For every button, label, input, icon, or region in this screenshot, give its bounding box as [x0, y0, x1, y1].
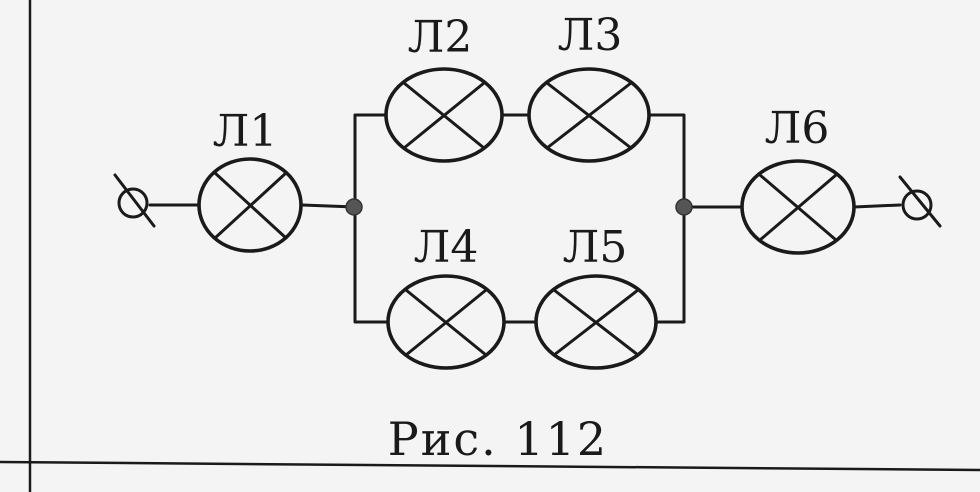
right-terminal [898, 175, 942, 228]
lamp-l1: Л1 [197, 106, 303, 253]
page-divider-line [0, 460, 980, 472]
lamp-cross-line [545, 81, 633, 150]
lamp-label-l3: Л3 [558, 10, 623, 61]
wire-l6-right-terminal [852, 203, 902, 209]
junction-node-right [675, 198, 693, 216]
lamp-label-l6: Л6 [765, 103, 830, 154]
wire-left-node-l2 [353, 113, 388, 209]
circuit-wires [148, 113, 902, 324]
figure-caption: Рис. 112 [388, 412, 608, 466]
lamp-cross-line [404, 288, 488, 357]
lamp-l5: Л5 [534, 222, 658, 370]
lamp-l4: Л4 [386, 222, 506, 370]
terminal-slash [113, 173, 156, 228]
wire-l3-right-node [648, 113, 686, 209]
wire-l5-right-node [654, 205, 686, 324]
terminal-circle [901, 189, 933, 221]
wire-left-node-l4 [353, 205, 390, 324]
lamp-label-l5: Л5 [563, 222, 628, 273]
lamp-label-l4: Л4 [414, 222, 479, 273]
lamp-cross-line [758, 173, 838, 242]
lamp-cross-line [213, 171, 288, 240]
lamp-label-l1: Л1 [213, 106, 278, 157]
lamp-cross-line [552, 288, 640, 357]
lamp-label-l2: Л2 [408, 12, 473, 63]
lamp-l3: Л3 [527, 10, 651, 163]
junction-node-left [345, 198, 363, 216]
lamp-l2: Л2 [384, 12, 504, 163]
lamp-l6: Л6 [740, 103, 856, 255]
left-terminal [113, 173, 156, 228]
lamp-cross-line [402, 81, 486, 150]
terminal-slash [898, 175, 942, 228]
terminal-circle [117, 187, 149, 219]
